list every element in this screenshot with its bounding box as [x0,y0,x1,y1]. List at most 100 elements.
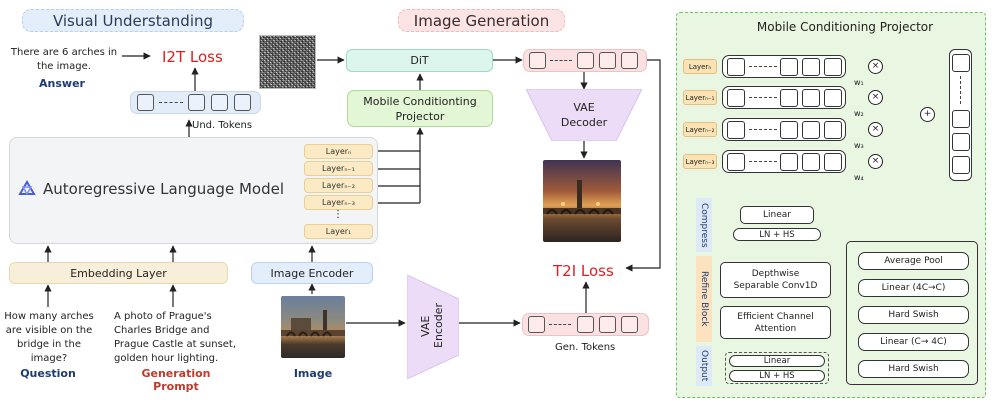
prompt-text: A photo of Prague's Charles Bridge and P… [114,311,237,364]
mcp-row-4 [722,150,846,173]
image-label: Image [293,367,333,380]
mcp-row-2 [722,86,846,109]
model-layer-1: Layer₁ [304,224,373,239]
fused-token [951,54,970,72]
depthwise-conv-block: Depthwise Separable Conv1D [720,262,831,298]
image-generation-header: Image Generation [398,9,565,32]
multiply-icon: × [868,154,883,169]
und-token [234,94,251,111]
mcp-panel-title: Mobile Conditioning Projector [756,20,934,34]
mcp-row-1 [722,55,846,78]
mcp-row-3 [722,118,846,141]
compress-linear: Linear [740,206,814,224]
model-layer-n: Layerₙ [304,144,373,159]
token-ellipsis [549,324,571,325]
mcp-token [780,89,798,107]
mcp-layer-n-1: Layerₙ₋₁ [683,90,717,105]
output-group [725,352,829,384]
token-ellipsis [749,97,777,98]
output-ln-hs: LN + HS [729,370,825,382]
gen-tokens-label: Gen. Tokens [555,342,616,353]
i2t-loss: I2T Loss [162,48,223,66]
weight-w3: w₃ [854,141,864,150]
mcp-layer-n: Layerₙ [683,59,717,74]
vae-decoder-shape [526,89,642,141]
eca-linear-4c-c: Linear (4C→C) [858,279,969,297]
weight-w1: w₁ [854,78,864,87]
mcp-token [802,89,820,107]
token-ellipsis [550,60,572,61]
multiply-icon: × [868,122,883,137]
token-ellipsis [960,76,961,104]
gen-token [577,52,594,69]
und-token [188,94,205,111]
und-token [211,94,228,111]
t2i-loss: T2I Loss [553,262,614,280]
token-ellipsis [749,161,777,162]
embedding-layer: Embedding Layer [9,262,228,284]
answer-text: There are 6 arches in the image. [10,47,118,72]
mcp-token [727,121,745,139]
und-tokens-row [130,91,261,114]
vae-encoder-shape [407,275,459,379]
stage-refine-block: Refine Block [696,256,712,342]
gen-token [621,52,638,69]
stage-compress: Compress [696,198,712,252]
mcp-token [802,58,820,76]
gen-token [621,316,638,333]
token-ellipsis [749,66,777,67]
dit-output-tokens-row [523,49,647,72]
gen-token [599,52,616,69]
stage-output: Output [696,346,712,386]
multiply-icon: × [868,90,883,105]
model-layer-n-1: Layerₙ₋₁ [304,161,373,176]
sum-icon: + [920,107,935,122]
visual-understanding-header: Visual Understanding [22,9,244,32]
model-layer-n-3: Layerₙ₋₃ [304,195,373,210]
mcp-token [802,121,820,139]
und-tokens-label: Und. Tokens [192,120,253,131]
weight-w2: w₂ [854,109,864,118]
gen-token [599,316,616,333]
answer-label: Answer [39,77,85,90]
output-linear: Linear [729,355,825,367]
vae-decoder: VAE Decoder [560,101,608,129]
model-layer-n-2: Layerₙ₋₂ [304,178,373,193]
noise-image [259,35,316,89]
mcp-token [824,153,842,171]
weight-w4: w₄ [854,173,864,182]
input-image [281,296,345,358]
fused-token [951,156,970,174]
layer-ellipsis: ⋮ [333,209,343,220]
mobile-conditioning-projector-block: Mobile Conditionting Projector [347,90,493,127]
model-logo-icon [18,180,36,198]
eca-average-pool: Average Pool [858,252,969,270]
eca-hard-swish-2: Hard Swish [858,360,969,378]
question-label: Question [20,367,76,380]
mcp-layer-n-2: Layerₙ₋₂ [683,122,717,137]
eca-block: Efficient Channel Attention [720,306,831,339]
und-token [137,94,154,111]
gen-tokens-row [522,313,649,336]
eca-linear-c-4c: Linear (C→ 4C) [858,333,969,351]
mcp-token [780,153,798,171]
dit-block: DiT [346,49,493,72]
mcp-token [780,121,798,139]
mcp-token [802,153,820,171]
fused-token-column [949,49,972,181]
model-name: Autoregressive Language Model [43,180,284,198]
mcp-layer-n-3: Layerₙ₋₃ [683,154,717,169]
multiply-icon: × [868,59,883,74]
generated-image [543,160,621,242]
mcp-token [727,58,745,76]
image-encoder: Image Encoder [251,262,373,284]
gen-token [577,316,594,333]
gen-token [529,52,546,69]
token-ellipsis [749,129,777,130]
prompt-label: Generation Prompt [141,367,211,393]
mcp-token [780,58,798,76]
mcp-token [824,121,842,139]
compress-ln-hs: LN + HS [733,228,821,241]
fused-token [951,133,970,151]
